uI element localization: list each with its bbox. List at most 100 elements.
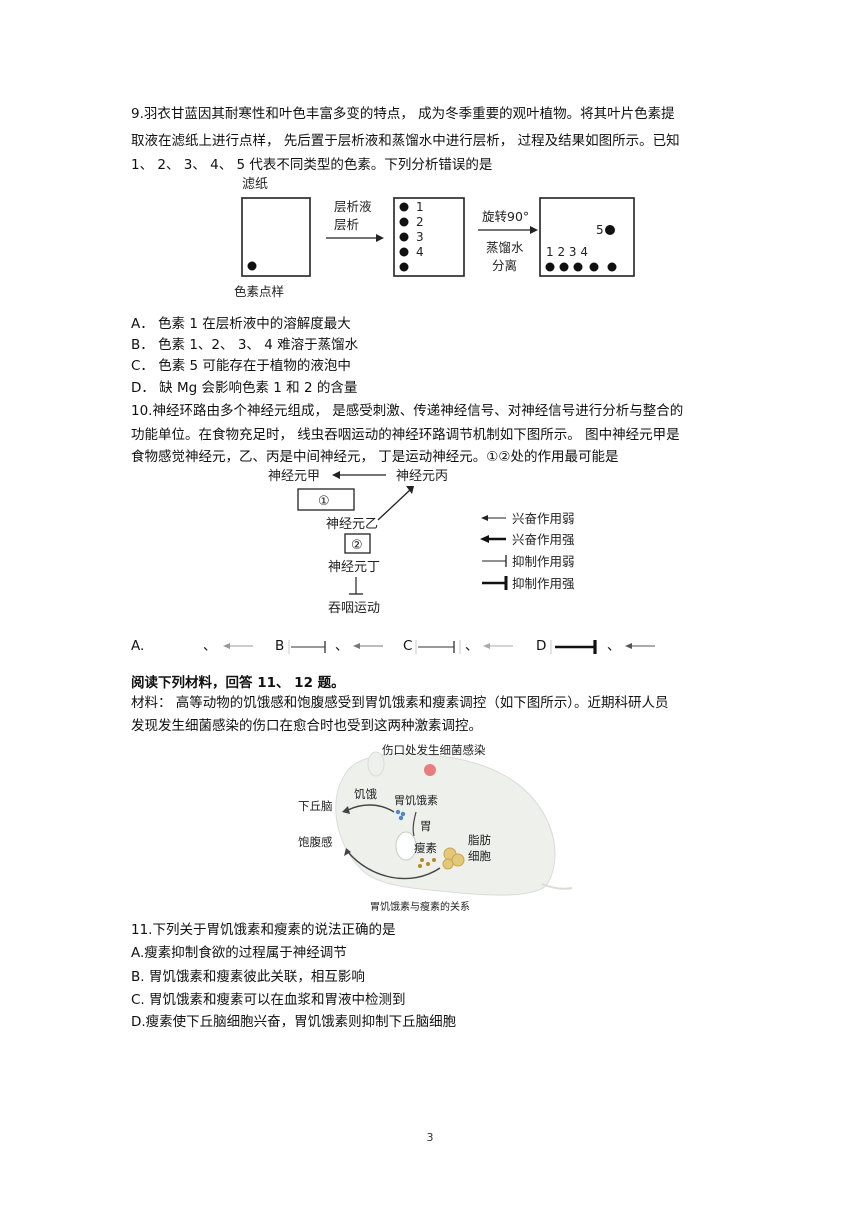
q10-option-d-arrow-icon xyxy=(625,643,655,649)
q10-option-a-arrow-icon xyxy=(223,643,253,649)
leptin-dot-3 xyxy=(418,864,422,868)
q10-option-a-sep: 、 xyxy=(203,638,217,654)
q10-option-a-letter: A. xyxy=(131,638,145,654)
neuron-b-label: 神经元乙 xyxy=(326,517,378,532)
satiety-arrow-head xyxy=(344,848,351,856)
satiety-arrow xyxy=(347,851,441,880)
b-to-c-arrow xyxy=(377,489,411,521)
hypothalamus-label: 下丘脑 xyxy=(298,799,333,813)
spot-number-2: 2 xyxy=(416,215,424,229)
swallow-label: 吞咽运动 xyxy=(328,601,380,616)
q10-option-d[interactable]: D xyxy=(536,636,546,656)
filter-paper-2 xyxy=(393,197,465,277)
mouse-silhouette xyxy=(335,752,556,896)
neuron-d-label: 神经元丁 xyxy=(328,560,380,575)
leptin-dot-1 xyxy=(420,858,424,862)
bottom-spot-3 xyxy=(573,262,583,272)
ghrelin-label: 胃饥饿素 xyxy=(394,793,438,807)
q11-option-d[interactable]: D.瘦素使下丘脑细胞兴奋，胃饥饿素则抑制下丘脑细胞 xyxy=(131,1014,457,1030)
q11-option-a[interactable]: A.瘦素抑制食欲的过程属于神经调节 xyxy=(131,945,347,961)
pigment-spot-2 xyxy=(399,217,409,227)
fat-label-2: 细胞 xyxy=(468,849,491,863)
q9-option-a[interactable]: A． 色素 1 在层析液中的溶解度最大 xyxy=(131,316,351,332)
pigment-spot-3 xyxy=(399,232,409,242)
q11-option-c[interactable]: C. 胃饥饿素和瘦素可以在血浆和胃液中检测到 xyxy=(131,992,406,1008)
filter-paper-label: 滤纸 xyxy=(242,177,268,192)
step2-label-2: 蒸馏水 xyxy=(486,240,524,255)
leptin-dot-4 xyxy=(432,858,436,862)
q10-option-b-inhibit-icon xyxy=(288,640,326,654)
q10-option-c-letter: C xyxy=(403,638,413,654)
q10-line-2: 功能单位。在食物充足时， 线虫吞咽运动的神经环路调节机制如下图所示。 图中神经元… xyxy=(131,427,680,443)
box-2-label: ② xyxy=(351,538,363,553)
hunger-arrow xyxy=(347,804,395,813)
spot-number-3: 3 xyxy=(416,230,424,244)
bottom-spot-5 xyxy=(607,262,617,272)
material-line-2: 发现发生细菌感染的伤口在愈合时也受到这两种激素调控。 xyxy=(131,718,482,734)
bottom-spot-1 xyxy=(545,262,555,272)
satiety-label: 饱腹感 xyxy=(298,835,333,849)
q10-option-c-arrow-icon xyxy=(483,643,513,649)
legend-strong-excite: 兴奋作用强 xyxy=(512,532,575,547)
neuron-c-label: 神经元丙 xyxy=(396,469,448,484)
box-1-label: ① xyxy=(318,494,330,509)
q10-option-d-strong-inhibit-icon xyxy=(550,640,597,654)
step2-label-3: 分离 xyxy=(492,258,517,273)
fat-label-1: 脂肪 xyxy=(468,833,491,847)
bottom-spot-4 xyxy=(589,262,599,272)
q10-option-b-arrow-icon xyxy=(353,643,383,649)
box-1 xyxy=(297,488,355,511)
pigment-spot-5 xyxy=(399,262,409,272)
wound-label: 伤口处发生细菌感染 xyxy=(382,743,486,757)
spot-label: 色素点样 xyxy=(234,284,284,299)
mouse-tail xyxy=(541,883,573,890)
q9-line-3: 1、 2、 3、 4、 5 代表不同类型的色素。下列分析错误的是 xyxy=(131,157,493,173)
mouse-ear xyxy=(367,751,385,777)
reading-header: 阅读下列材料，回答 11、 12 题。 xyxy=(131,675,345,691)
q10-option-a[interactable]: A. xyxy=(131,636,144,656)
pigment-5-spot xyxy=(605,225,615,235)
q9-option-d[interactable]: D． 缺 Mg 会影响色素 1 和 2 的含量 xyxy=(131,380,358,396)
q11-option-b[interactable]: B. 胃饥饿素和瘦素彼此关联，相互影响 xyxy=(131,969,365,985)
q10-line-3: 食物感觉神经元，乙、丙是中间神经元， 丁是运动神经元。①②处的作用最可能是 xyxy=(131,449,619,465)
q9-option-b[interactable]: B． 色素 1、2、 3、 4 难溶于蒸馏水 xyxy=(131,337,359,353)
spot-number-1: 1 xyxy=(416,200,424,214)
hunger-arrow-head xyxy=(342,806,350,814)
ghrelin-dot-1 xyxy=(395,809,401,815)
q10-option-d-sep: 、 xyxy=(607,638,621,654)
q9-option-c[interactable]: C． 色素 5 可能存在于植物的液泡中 xyxy=(131,358,351,374)
q9-line-1: 9.羽衣甘蓝因其耐寒性和叶色丰富多变的特点， 成为冬季重要的观叶植物。将其叶片色… xyxy=(131,106,675,122)
q10-option-b[interactable]: B xyxy=(275,636,284,656)
leptin-label: 瘦素 xyxy=(414,841,437,855)
ghrelin-dot-2 xyxy=(400,811,406,817)
bottom-numbers: 1 2 3 4 xyxy=(546,245,588,259)
q10-option-c[interactable]: C xyxy=(403,636,412,656)
spot-number-4: 4 xyxy=(416,245,424,259)
hormone-figure: 伤口处发生细菌感染 下丘脑 饥饿 胃饥饿素 胃 饱腹感 瘦素 脂肪 细胞 胃饥饿… xyxy=(298,743,573,913)
legend-strong-inhibit: 抑制作用强 xyxy=(512,576,575,591)
q9-line-2: 取液在滤纸上进行点样， 先后置于层析液和蒸馏水中进行层析， 过程及结果如图所示。… xyxy=(131,133,680,149)
page-number: 3 xyxy=(426,1131,434,1144)
legend-weak-inhibit: 抑制作用弱 xyxy=(512,554,575,569)
filter-paper-1 xyxy=(241,197,311,277)
q10-options: A. 、 B 、 C 、 D 、 xyxy=(131,636,671,658)
leptin-dot-2 xyxy=(426,862,430,866)
filter-paper-3 xyxy=(539,197,635,277)
q10-option-c-inhibit-icon xyxy=(415,640,461,654)
legend-strong-excite-head xyxy=(480,535,489,543)
q10-option-b-sep: 、 xyxy=(335,638,349,654)
step2-arrow-head xyxy=(530,226,538,234)
stomach-label: 胃 xyxy=(420,819,432,833)
q10-line-1: 10.神经环路由多个神经元组成， 是感受刺激、传递神经信号、对神经信号进行分析与… xyxy=(131,403,684,419)
origin-spot xyxy=(247,261,257,271)
step2-label-1: 旋转90° xyxy=(482,209,529,224)
box-2 xyxy=(344,533,371,554)
figure-caption: 胃饥饿素与瘦素的关系 xyxy=(370,900,470,913)
legend-weak-excite-head xyxy=(481,515,488,521)
pigment-5-label: 5 xyxy=(596,223,604,237)
fat-cell-2 xyxy=(451,853,465,867)
chromatography-figure: 滤纸 色素点样 层析液 层析 1 2 3 4 旋转90° 蒸馏水 分离 5 1 … xyxy=(234,177,635,299)
neuron-a-label: 神经元甲 xyxy=(268,469,320,484)
fat-cell-3 xyxy=(442,858,454,870)
pigment-spot-4 xyxy=(399,247,409,257)
